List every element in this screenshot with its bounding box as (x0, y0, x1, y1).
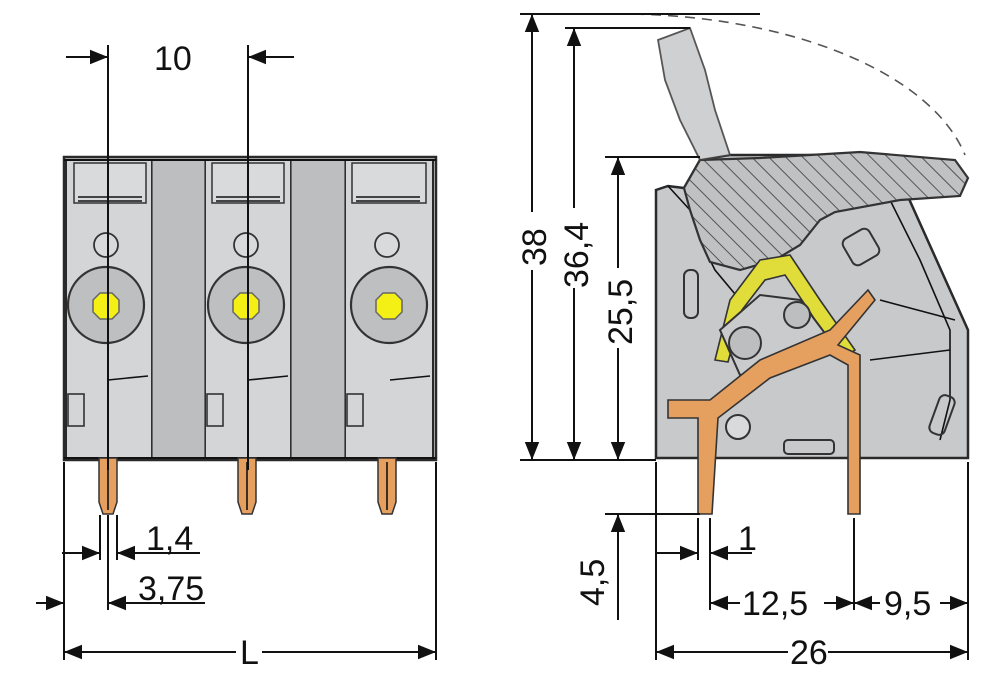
dim-height-lever: 36,4 (558, 222, 596, 288)
side-view (520, 13, 970, 660)
dim-depth: 26 (790, 634, 828, 672)
pole-module-3 (344, 159, 434, 459)
dim-pin-thickness: 1 (738, 520, 757, 558)
release-button-1 (92, 292, 120, 320)
dim-pin-spacing: 12,5 (742, 585, 808, 623)
dim-height-total: 38 (516, 228, 554, 266)
front-view (36, 45, 438, 660)
release-button-3 (375, 292, 403, 320)
dim-height-body: 25,5 (602, 279, 640, 345)
dim-rear-offset: 9,5 (884, 585, 931, 623)
dim-pin-offset: 3,75 (138, 570, 204, 608)
dim-pitch: 10 (154, 40, 192, 78)
lever-open-position (656, 26, 732, 161)
dim-length: L (240, 634, 259, 672)
release-button-2 (232, 292, 260, 320)
operating-lever (682, 150, 970, 272)
dim-pin-length: 4,5 (574, 559, 612, 606)
front-dimensions (36, 45, 437, 660)
solder-pins-front (98, 457, 397, 515)
dim-pin-width: 1,4 (146, 520, 193, 558)
